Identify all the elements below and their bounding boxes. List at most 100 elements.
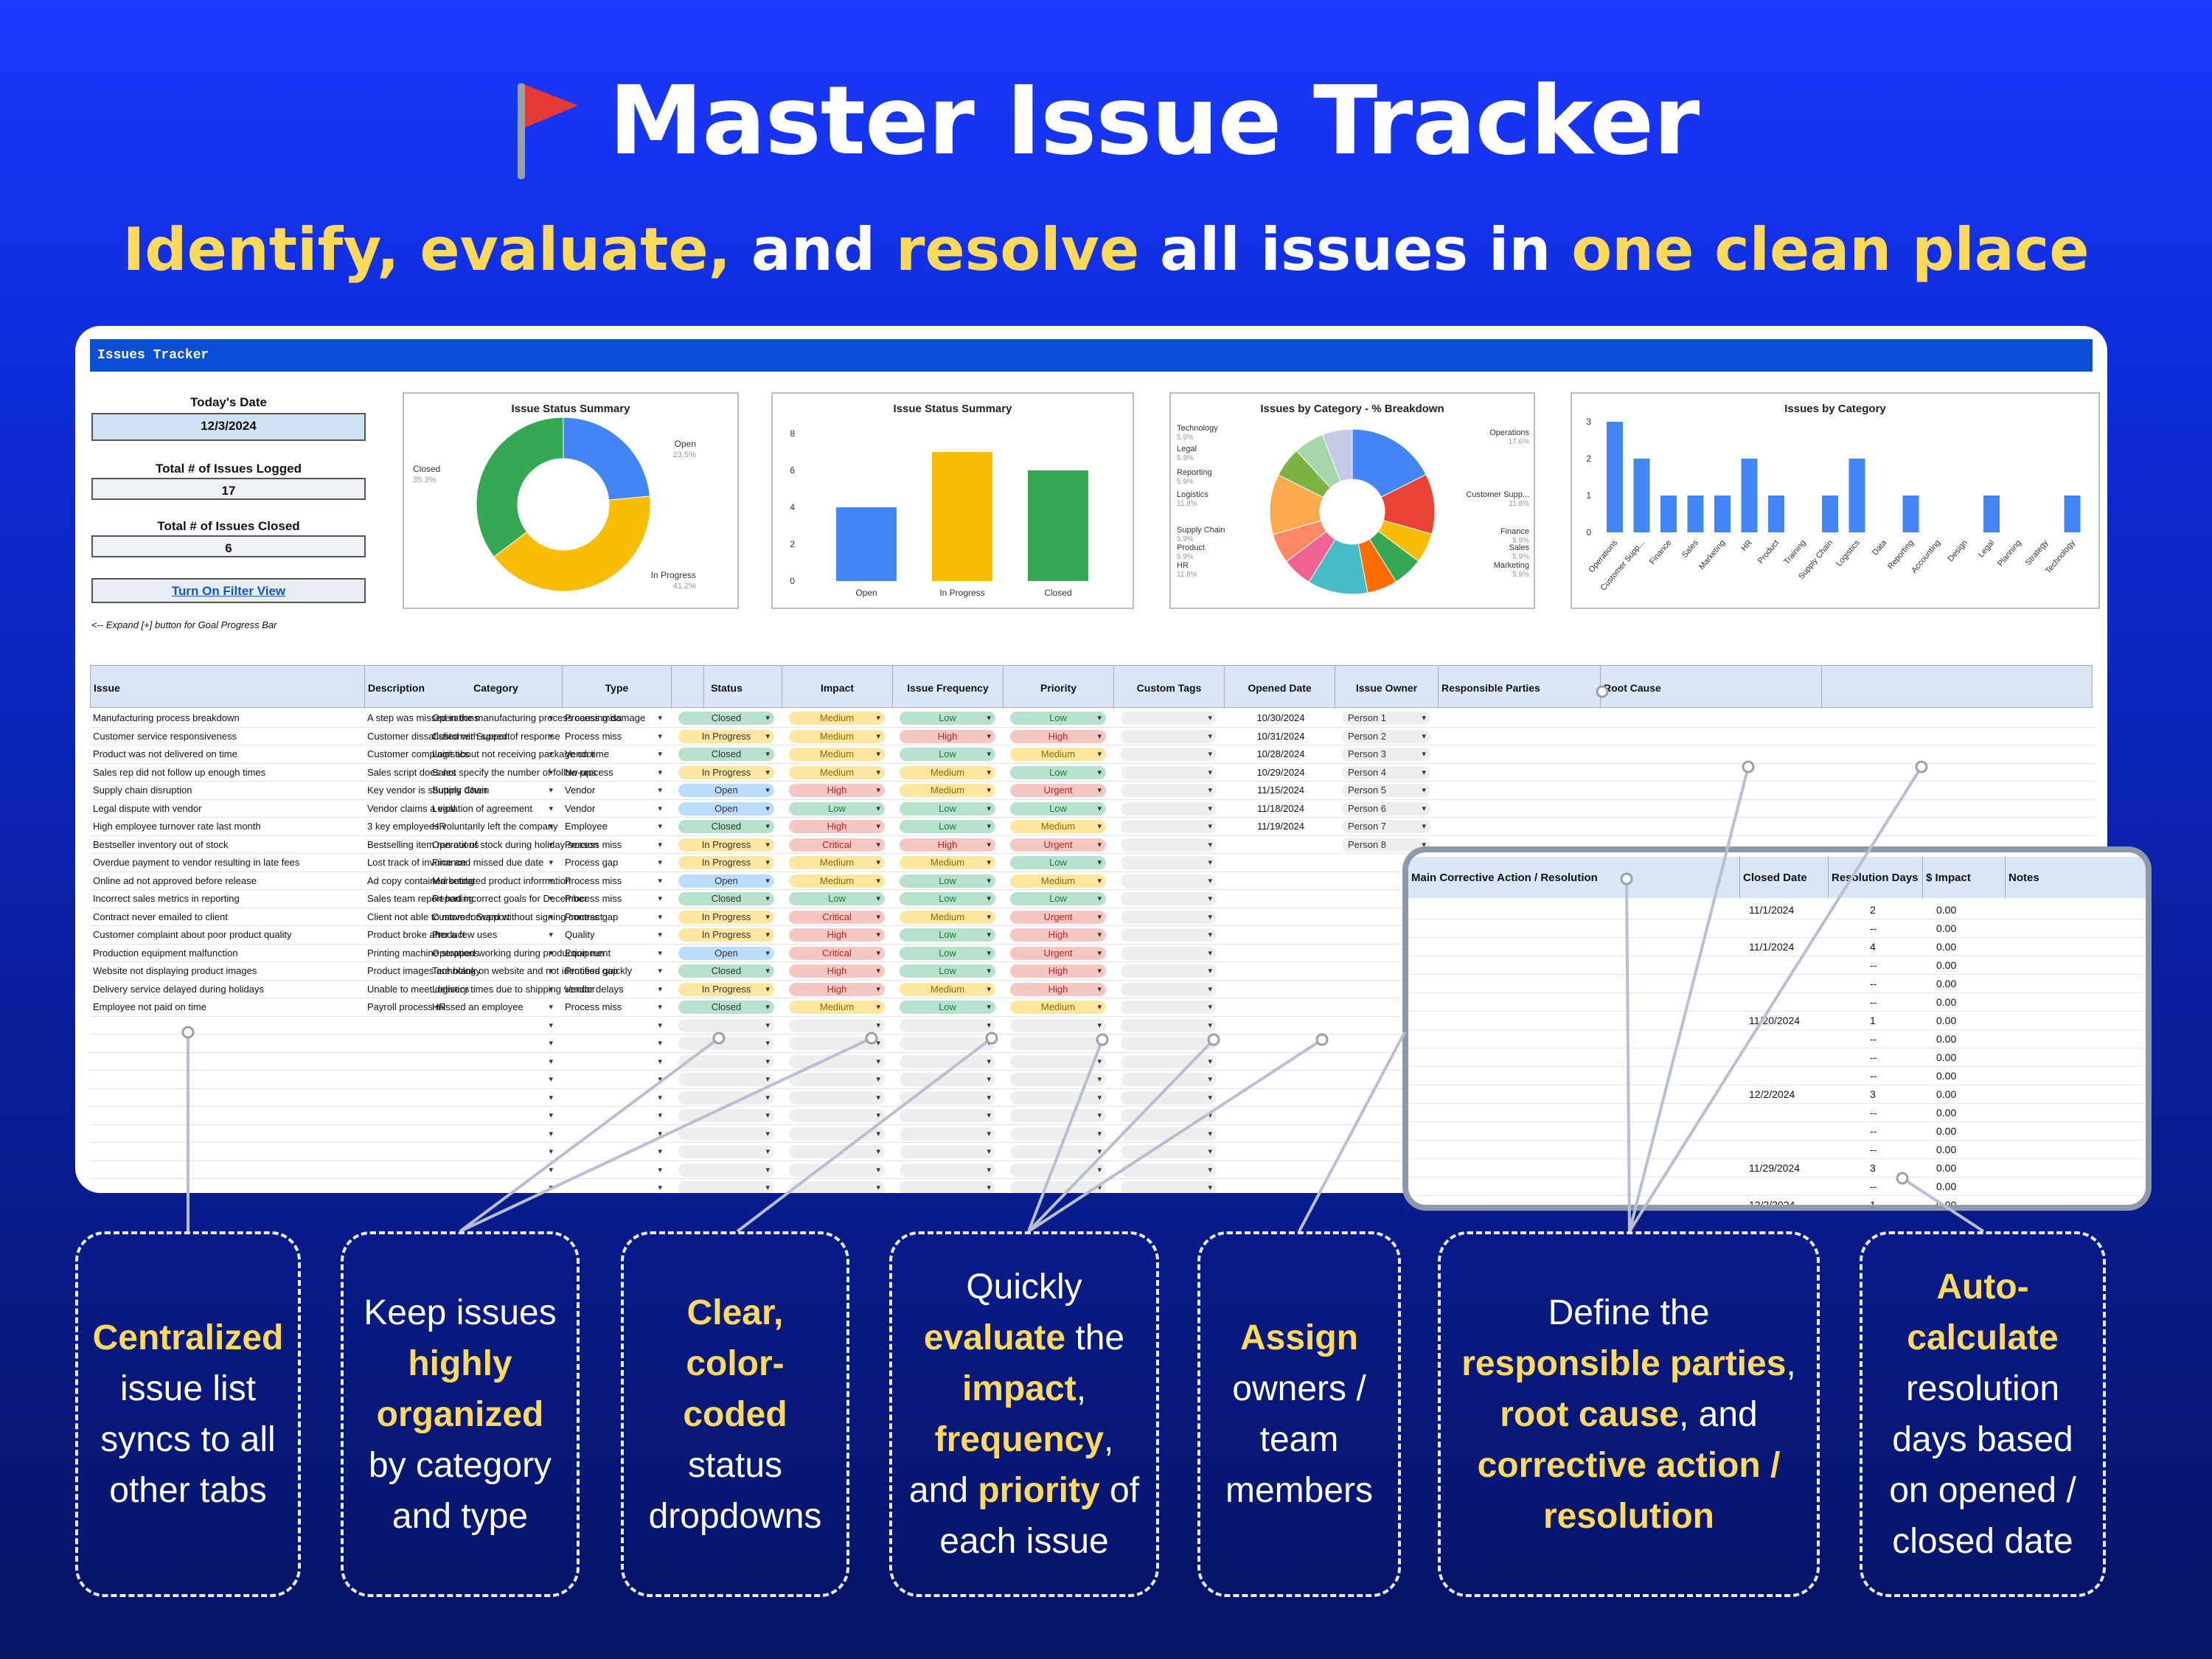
impact-dropdown[interactable] xyxy=(789,1163,885,1177)
tags-dropdown[interactable] xyxy=(1121,1091,1217,1105)
tags-dropdown[interactable] xyxy=(1121,982,1217,996)
status-dropdown[interactable]: Closed xyxy=(678,964,774,978)
type-dropdown[interactable]: Process miss xyxy=(562,836,671,854)
tags-dropdown[interactable] xyxy=(1121,1054,1217,1068)
type-dropdown[interactable]: Process gap xyxy=(562,854,671,872)
frequency-dropdown[interactable] xyxy=(900,1073,995,1086)
impact-dropdown[interactable] xyxy=(789,1054,885,1068)
tags-dropdown[interactable] xyxy=(1121,801,1217,815)
frequency-dropdown[interactable]: Low xyxy=(900,801,995,815)
status-dropdown[interactable] xyxy=(678,1037,774,1050)
category-dropdown[interactable]: Customer Support xyxy=(429,728,562,745)
zoom-row[interactable]: --0.00 xyxy=(1408,1122,2146,1141)
column-header[interactable]: Issue Frequency xyxy=(893,666,1004,709)
status-dropdown[interactable] xyxy=(678,1091,774,1105)
priority-dropdown[interactable]: High xyxy=(1010,982,1106,996)
tags-dropdown[interactable] xyxy=(1121,1163,1217,1177)
column-header[interactable]: Category xyxy=(430,666,563,709)
category-dropdown[interactable]: HR xyxy=(429,998,562,1016)
category-dropdown[interactable] xyxy=(429,1089,562,1107)
category-dropdown[interactable] xyxy=(429,1161,562,1179)
column-header[interactable]: Impact xyxy=(782,666,893,709)
zoom-row[interactable]: --0.00 xyxy=(1408,1048,2146,1067)
impact-dropdown[interactable] xyxy=(789,1181,885,1193)
table-row[interactable]: Customer complaint about poor product qu… xyxy=(90,926,2096,945)
frequency-dropdown[interactable]: High xyxy=(900,838,995,852)
priority-dropdown[interactable]: Urgent xyxy=(1010,946,1106,960)
owner-dropdown[interactable]: Person 2 xyxy=(1342,729,1430,743)
priority-dropdown[interactable] xyxy=(1010,1163,1106,1177)
status-dropdown[interactable] xyxy=(678,1163,774,1177)
priority-dropdown[interactable] xyxy=(1010,1181,1106,1193)
status-dropdown[interactable] xyxy=(678,1109,774,1122)
tags-dropdown[interactable] xyxy=(1121,1001,1217,1014)
column-header[interactable]: Type xyxy=(563,666,672,709)
type-dropdown[interactable] xyxy=(562,1107,671,1124)
zoom-row[interactable]: --0.00 xyxy=(1408,1030,2146,1048)
zoom-row[interactable]: --0.00 xyxy=(1408,919,2146,938)
tags-dropdown[interactable] xyxy=(1121,1018,1217,1032)
category-dropdown[interactable]: Logistics xyxy=(429,745,562,763)
priority-dropdown[interactable]: Urgent xyxy=(1010,838,1106,852)
priority-dropdown[interactable] xyxy=(1010,1127,1106,1141)
category-dropdown[interactable] xyxy=(429,1034,562,1052)
zoom-row[interactable]: --0.00 xyxy=(1408,975,2146,993)
frequency-dropdown[interactable]: Low xyxy=(900,946,995,960)
type-dropdown[interactable]: Process gap xyxy=(562,908,671,926)
frequency-dropdown[interactable]: Low xyxy=(900,928,995,942)
frequency-dropdown[interactable]: High xyxy=(900,729,995,743)
type-dropdown[interactable]: Process miss xyxy=(562,709,671,727)
table-row[interactable]: Overdue payment to vendor resulting in l… xyxy=(90,854,2096,872)
frequency-dropdown[interactable]: Low xyxy=(900,874,995,888)
frequency-dropdown[interactable]: Low xyxy=(900,712,995,725)
zoom-row[interactable]: --0.00 xyxy=(1408,1104,2146,1122)
tags-dropdown[interactable] xyxy=(1121,765,1217,779)
impact-dropdown[interactable]: High xyxy=(789,820,885,833)
type-dropdown[interactable]: Employee xyxy=(562,818,671,835)
priority-dropdown[interactable]: Low xyxy=(1010,712,1106,725)
category-dropdown[interactable]: Operations xyxy=(429,836,562,854)
status-dropdown[interactable]: In Progress xyxy=(678,928,774,942)
frequency-dropdown[interactable] xyxy=(900,1127,995,1141)
type-dropdown[interactable]: No process xyxy=(562,764,671,782)
column-header[interactable]: Priority xyxy=(1004,666,1114,709)
zoom-row[interactable]: --0.00 xyxy=(1408,1178,2146,1196)
category-dropdown[interactable]: Technology xyxy=(429,962,562,980)
status-dropdown[interactable]: Closed xyxy=(678,712,774,725)
status-dropdown[interactable]: Closed xyxy=(678,748,774,761)
zoom-row[interactable]: --0.00 xyxy=(1408,956,2146,975)
impact-dropdown[interactable]: Medium xyxy=(789,765,885,779)
zoom-row[interactable]: --0.00 xyxy=(1408,993,2146,1012)
status-dropdown[interactable] xyxy=(678,1054,774,1068)
priority-dropdown[interactable]: Medium xyxy=(1010,748,1106,761)
status-dropdown[interactable]: In Progress xyxy=(678,910,774,924)
impact-dropdown[interactable]: High xyxy=(789,982,885,996)
owner-dropdown[interactable]: Person 6 xyxy=(1342,801,1430,815)
impact-dropdown[interactable] xyxy=(789,1037,885,1050)
impact-dropdown[interactable] xyxy=(789,1127,885,1141)
frequency-dropdown[interactable]: Low xyxy=(900,1001,995,1014)
tags-dropdown[interactable] xyxy=(1121,838,1217,852)
frequency-dropdown[interactable]: Low xyxy=(900,748,995,761)
priority-dropdown[interactable]: Low xyxy=(1010,765,1106,779)
tags-dropdown[interactable] xyxy=(1121,946,1217,960)
priority-dropdown[interactable]: Low xyxy=(1010,856,1106,869)
tags-dropdown[interactable] xyxy=(1121,856,1217,869)
frequency-dropdown[interactable]: Medium xyxy=(900,982,995,996)
table-row[interactable]: Delivery service delayed during holidays… xyxy=(90,981,2096,998)
frequency-dropdown[interactable] xyxy=(900,1037,995,1050)
priority-dropdown[interactable]: High xyxy=(1010,729,1106,743)
category-dropdown[interactable] xyxy=(429,1125,562,1143)
priority-dropdown[interactable] xyxy=(1010,1091,1106,1105)
frequency-dropdown[interactable]: Low xyxy=(900,964,995,978)
impact-dropdown[interactable]: High xyxy=(789,928,885,942)
priority-dropdown[interactable] xyxy=(1010,1145,1106,1158)
category-dropdown[interactable]: Legal xyxy=(429,800,562,818)
tags-dropdown[interactable] xyxy=(1121,1181,1217,1193)
